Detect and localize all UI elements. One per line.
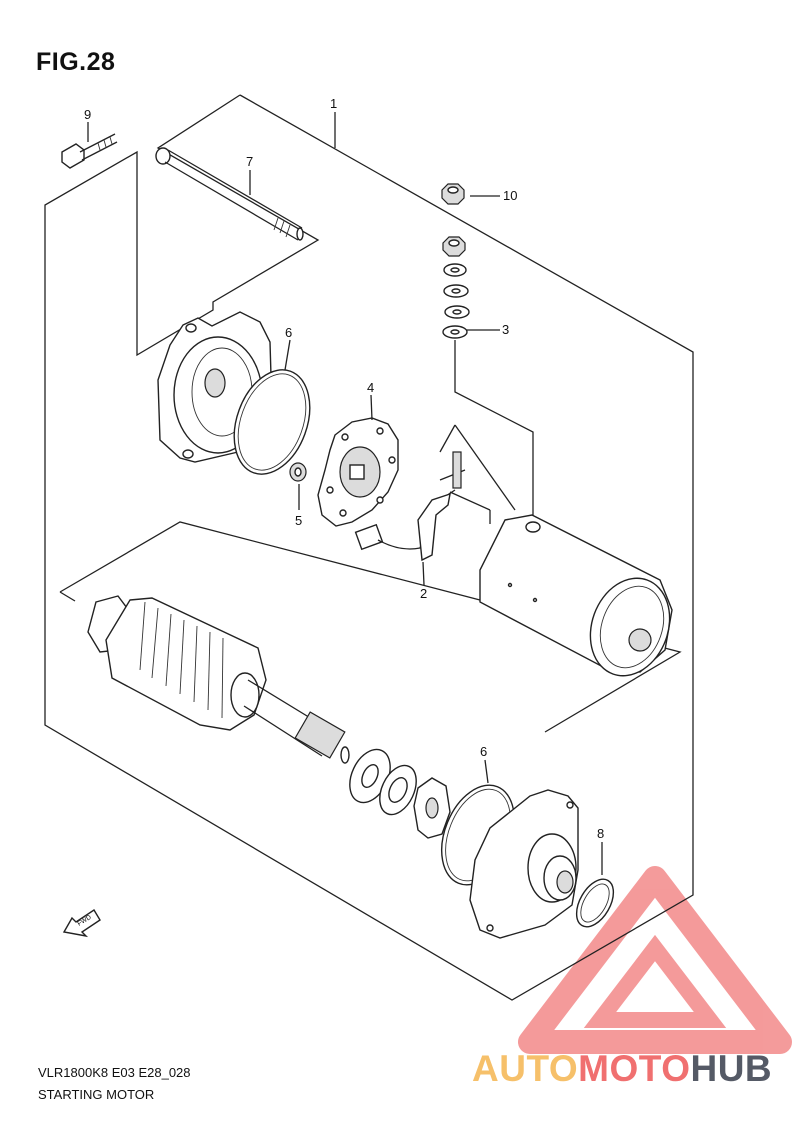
callout-3: 3 xyxy=(502,322,509,337)
watermark-part-auto: AUTO xyxy=(472,1048,579,1089)
callout-5: 5 xyxy=(295,513,302,528)
brush-holder-plate-4 xyxy=(317,417,399,527)
figure-model-code: VLR1800K8 E03 E28_028 xyxy=(38,1065,191,1080)
callout-9: 9 xyxy=(84,107,91,122)
callout-6-upper: 6 xyxy=(285,325,292,340)
callout-6-lower: 6 xyxy=(480,744,487,759)
watermark-part-hub: HUB xyxy=(690,1048,773,1089)
bearing-5 xyxy=(289,462,307,482)
callout-7: 7 xyxy=(246,154,253,169)
callout-10: 10 xyxy=(503,188,517,203)
callout-1: 1 xyxy=(330,96,337,111)
callout-2: 2 xyxy=(420,586,427,601)
bolt-9 xyxy=(61,133,118,169)
armature xyxy=(87,595,350,764)
watermark-part-moto: MOTO xyxy=(578,1048,691,1089)
watermark-brand-text: AUTOMOTOHUB xyxy=(472,1048,772,1090)
nut-10 xyxy=(441,183,465,205)
o-ring-6-upper xyxy=(233,369,311,475)
armature-group-outline xyxy=(59,521,682,733)
callout-8: 8 xyxy=(597,826,604,841)
callout-4: 4 xyxy=(367,380,374,395)
figure-title: FIG.28 xyxy=(36,48,116,76)
long-bolt-7 xyxy=(155,147,304,241)
watermark-triangle-logo xyxy=(518,866,792,1054)
brush-set-2 xyxy=(354,451,491,562)
fwd-arrow-icon: FWD xyxy=(62,909,101,938)
motor-yoke xyxy=(479,514,673,677)
washer-stack-3 xyxy=(442,236,470,339)
assembly-outline xyxy=(44,94,694,1001)
front-housing xyxy=(469,789,579,939)
oil-seal-8 xyxy=(575,878,615,928)
figure-name: STARTING MOTOR xyxy=(38,1087,155,1102)
shaft-washers xyxy=(349,748,451,839)
